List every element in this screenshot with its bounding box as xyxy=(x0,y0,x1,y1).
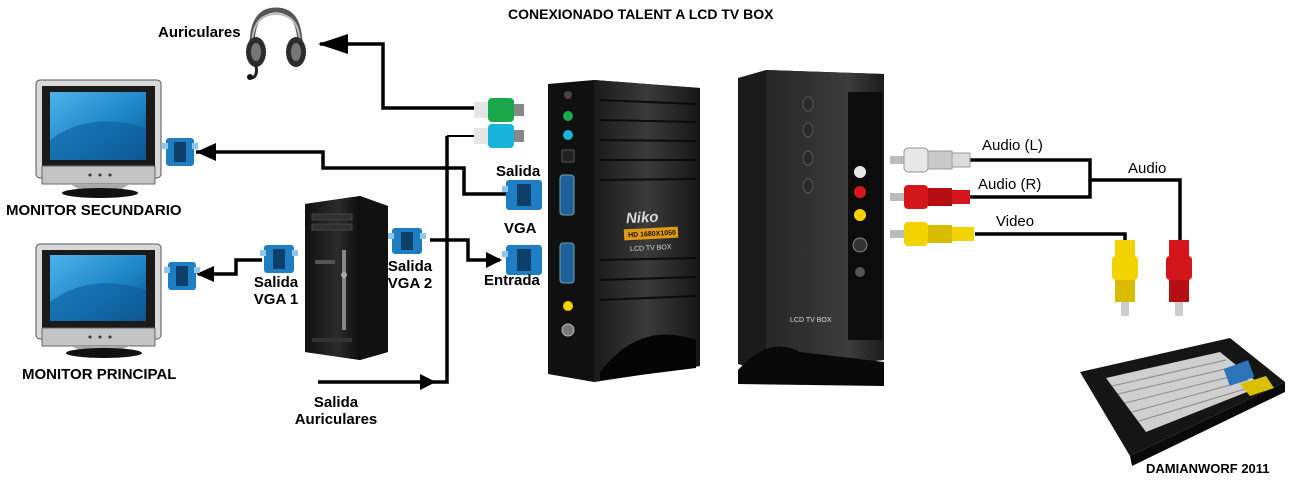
vga-connector-monitor-secondary xyxy=(162,138,198,166)
msx-computer-image xyxy=(1080,338,1285,466)
niko-lcd-tv-box: HD 1680X1050 Niko LCD TV BOX xyxy=(548,80,700,382)
wire-audio-r xyxy=(970,180,1092,199)
arrow-to-box-input xyxy=(486,252,502,268)
wire-vga2-input xyxy=(430,238,500,262)
rca-plug-red-vertical xyxy=(1166,240,1192,316)
rca-plug-yellow-vertical xyxy=(1112,240,1138,316)
rca-plug-green xyxy=(474,98,524,122)
credit-text: DAMIANWORF 2011 xyxy=(1146,461,1270,476)
arrow-to-monitor-secondary xyxy=(196,143,216,161)
wire-monitor-secondary xyxy=(196,150,507,196)
label-audio-right: Audio (R) xyxy=(978,176,1042,193)
label-box-output: Salida xyxy=(496,163,541,180)
rca-plug-yellow xyxy=(890,222,974,246)
vga-connector-pc-out1 xyxy=(260,245,298,273)
wire-headphones xyxy=(320,42,480,110)
label-output-vga2: Salida VGA 2 xyxy=(382,258,438,292)
wires xyxy=(196,42,1182,384)
label-output-vga1-line2: VGA 1 xyxy=(253,291,299,308)
box2-model-text: LCD TV BOX xyxy=(790,317,832,324)
vga-connectors xyxy=(162,138,542,290)
label-box-input: Entrada xyxy=(484,272,540,289)
box-badge-text: HD 1680X1050 xyxy=(628,230,676,240)
label-output-vga1: Salida VGA 1 xyxy=(248,274,304,308)
lcd-tv-box-front: LCD TV BOX xyxy=(738,70,884,386)
label-box-vga: VGA xyxy=(504,220,537,237)
label-output-vga2-line2: VGA 2 xyxy=(387,275,433,292)
label-audio: Audio xyxy=(1128,160,1167,177)
arrow-to-monitor-primary xyxy=(196,266,214,282)
rca-plug-white xyxy=(890,147,971,173)
label-output-headphones-line2: Auriculares xyxy=(294,411,378,428)
box-side-ports xyxy=(559,91,575,337)
vga-connector-box-in xyxy=(502,245,542,275)
arrows xyxy=(196,34,502,390)
label-monitor-secondary: MONITOR SECUNDARIO xyxy=(6,202,182,219)
label-monitor-primary: MONITOR PRINCIPAL xyxy=(22,366,177,383)
label-output-vga1-line1: Salida xyxy=(253,274,299,291)
label-headphones: Auriculares xyxy=(158,24,241,41)
diagram-title: CONEXIONADO TALENT A LCD TV BOX xyxy=(508,6,774,22)
monitor-primary-image xyxy=(35,243,162,358)
label-output-vga2-line1: Salida xyxy=(387,258,433,275)
wire-monitor-primary xyxy=(198,258,262,276)
rca-plug-cyan xyxy=(474,124,524,148)
rca-plugs xyxy=(474,98,1192,316)
arrow-to-headphones xyxy=(318,34,348,54)
monitor-secondary-image xyxy=(35,79,162,198)
label-output-headphones-line1: Salida xyxy=(313,394,359,411)
rca-plug-red xyxy=(890,185,970,209)
vga-connector-monitor-primary xyxy=(164,262,200,290)
headphones-image xyxy=(246,7,306,80)
box-model-text: LCD TV BOX xyxy=(630,244,672,253)
box-logo-text: Niko xyxy=(626,209,659,228)
arrow-headphones-out xyxy=(420,374,436,390)
vga-connector-pc-out2 xyxy=(388,228,426,254)
vga-connector-box-out xyxy=(502,180,542,210)
label-audio-left: Audio (L) xyxy=(982,137,1043,154)
wire-video xyxy=(975,232,1127,240)
label-output-headphones: Salida Auriculares xyxy=(286,394,386,428)
label-video: Video xyxy=(996,213,1035,230)
pc-tower-image xyxy=(305,196,388,360)
